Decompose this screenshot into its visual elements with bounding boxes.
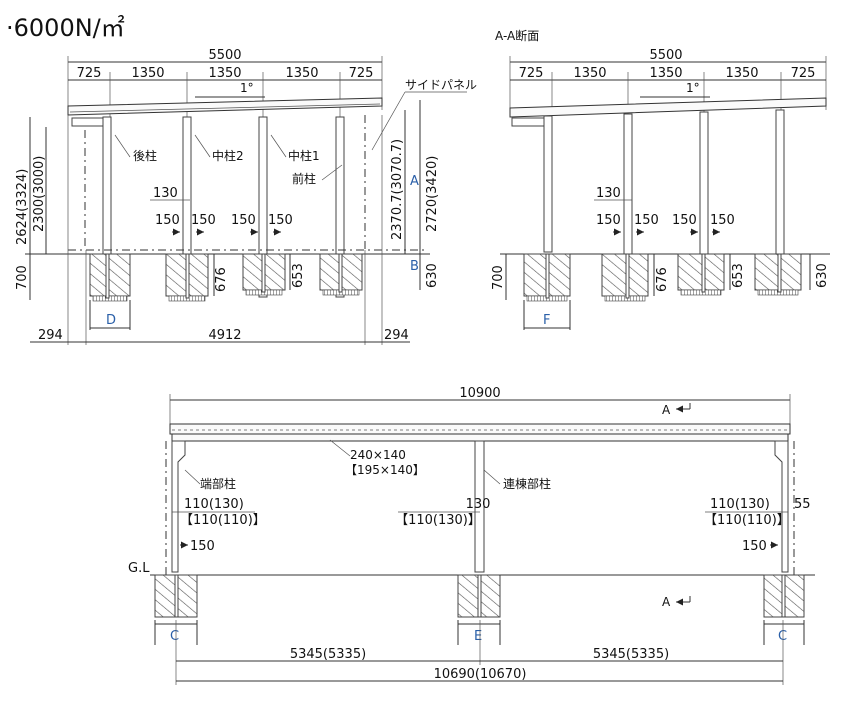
aa-dim-676: 676 xyxy=(655,267,670,292)
mark-a-bottom: A xyxy=(662,595,671,609)
post-right: 110(130) xyxy=(710,497,770,512)
mark-a: A xyxy=(410,174,419,189)
aa-dim-653: 653 xyxy=(731,263,746,288)
dim-55: 55 xyxy=(794,497,811,512)
span-2: 1350 xyxy=(131,66,164,81)
label-mid-post-1: 中柱1 xyxy=(288,148,320,163)
side-elevation: 10900 A 240×140 【195×140】 端部柱 連棟部柱 110(1… xyxy=(128,386,815,685)
aa-roof xyxy=(509,97,827,118)
gl-label: G.L xyxy=(128,561,150,576)
label-end-post: 端部柱 xyxy=(200,476,236,491)
dim-150-right: 150 xyxy=(742,539,767,554)
dim-130: 130 xyxy=(153,186,178,201)
dim-150-d: 150 xyxy=(268,213,293,228)
post-right-alt: 【110(110)】 xyxy=(704,513,790,528)
post-left: 110(130) xyxy=(184,497,244,512)
side-roof xyxy=(169,423,791,435)
beam-size-alt: 【195×140】 xyxy=(345,463,425,477)
dim-150-left: 150 xyxy=(190,539,215,554)
mark-c-right: C xyxy=(778,629,787,644)
dim-294-right: 294 xyxy=(384,328,409,343)
dim-700-front: 700 xyxy=(15,265,30,290)
aa-slope: 1° xyxy=(686,81,700,95)
dim-left-outer: 2624(3324) xyxy=(15,169,30,245)
dim-right-inner: 2370.7(3070.7) xyxy=(390,139,405,240)
front-post xyxy=(335,116,345,298)
dim-left-inner: 2300(3000) xyxy=(32,156,47,232)
aa-total: 5500 xyxy=(649,48,682,63)
label-front-post: 前柱 xyxy=(292,171,316,186)
aa-span-1: 725 xyxy=(519,66,544,81)
mark-e: E xyxy=(474,629,482,644)
aa-span-5: 725 xyxy=(791,66,816,81)
mark-c-left: C xyxy=(170,629,179,644)
label-side-panel: サイドパネル xyxy=(405,78,477,92)
aa-span-2: 1350 xyxy=(573,66,606,81)
aa-dim-700: 700 xyxy=(491,265,506,290)
aa-dim-150-d: 150 xyxy=(710,213,735,228)
foundation-1 xyxy=(89,253,131,297)
section-aa: A-A断面 5500 725 1350 1350 1350 725 1° 130… xyxy=(491,28,830,330)
aa-dim-150-c: 150 xyxy=(672,213,697,228)
dim-4912: 4912 xyxy=(208,328,241,343)
post-mid-alt: 【110(130)】 xyxy=(395,513,481,528)
load-title: ·6000N/㎡ xyxy=(6,14,125,42)
span-left: 5345(5335) xyxy=(290,647,366,662)
mark-d: D xyxy=(106,313,116,328)
span-right: 5345(5335) xyxy=(593,647,669,662)
dim-total: 5500 xyxy=(208,48,241,63)
aa-dim-630: 630 xyxy=(815,263,830,288)
mark-b: B xyxy=(410,259,419,274)
aa-dim-150-b: 150 xyxy=(634,213,659,228)
post-mid: 130 xyxy=(466,497,491,512)
aa-dim-130: 130 xyxy=(596,186,621,201)
post-left-alt: 【110(110)】 xyxy=(180,513,266,528)
span-4: 1350 xyxy=(285,66,318,81)
dim-653-front: 653 xyxy=(291,263,306,288)
mark-f: F xyxy=(543,313,550,328)
dim-294-left: 294 xyxy=(38,328,63,343)
side-total: 10900 xyxy=(459,386,500,401)
span-3: 1350 xyxy=(208,66,241,81)
mid-post-1 xyxy=(258,116,268,298)
label-mid-post-2: 中柱2 xyxy=(212,148,244,163)
section-title: A-A断面 xyxy=(495,28,539,43)
dim-150-a: 150 xyxy=(155,213,180,228)
aa-dim-150-a: 150 xyxy=(596,213,621,228)
slope: 1° xyxy=(240,81,254,95)
span-1: 725 xyxy=(77,66,102,81)
span-5: 725 xyxy=(349,66,374,81)
aa-span-3: 1350 xyxy=(649,66,682,81)
dim-630-front: 630 xyxy=(425,263,440,288)
dim-676-front: 676 xyxy=(214,267,229,292)
dim-150-b: 150 xyxy=(191,213,216,228)
aa-span-4: 1350 xyxy=(725,66,758,81)
dim-150-c: 150 xyxy=(231,213,256,228)
label-rear-post: 後柱 xyxy=(133,148,157,163)
dim-right-outer: 2720(3420) xyxy=(425,156,440,232)
front-elevation: 5500 725 1350 1350 1350 725 1° サイドパネル xyxy=(15,48,477,345)
link-post xyxy=(474,440,485,573)
mark-a-top: A xyxy=(662,403,671,417)
end-post-right xyxy=(774,440,789,573)
bottom-total: 10690(10670) xyxy=(434,667,527,682)
end-post-left xyxy=(171,440,186,573)
beam-size: 240×140 xyxy=(350,448,406,462)
label-link-post: 連棟部柱 xyxy=(503,476,551,491)
roof xyxy=(67,97,383,116)
